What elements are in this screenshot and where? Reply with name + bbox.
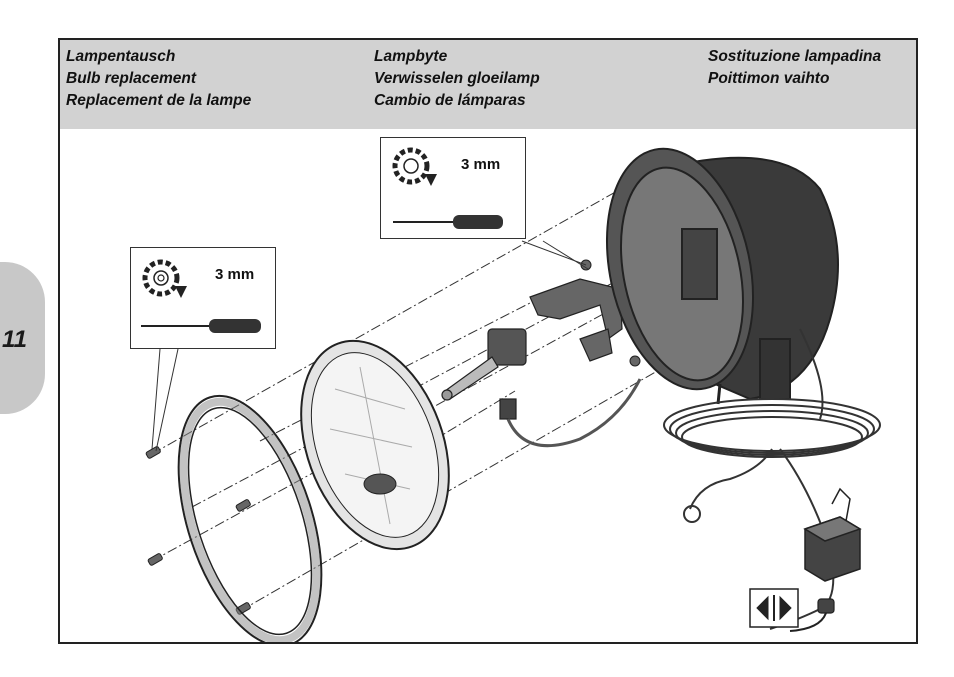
header-band: Lampentausch Bulb replacement Replacemen… — [60, 40, 916, 129]
connector — [789, 598, 835, 632]
screwdriver-icon — [393, 215, 503, 229]
torx-screwdriver-icon — [392, 147, 437, 186]
screwdriver-icon — [141, 319, 261, 333]
header-column-1: Lampentausch Bulb replacement Replacemen… — [66, 46, 251, 112]
title-en: Bulb replacement — [66, 70, 197, 87]
callout-hex-3mm: 3 mm — [130, 247, 276, 349]
lamp-housing — [605, 147, 839, 405]
page-tab — [0, 262, 45, 414]
header-column-2: Lampbyte Verwisselen gloeilamp Cambio de… — [374, 46, 540, 112]
callout-pointers — [151, 240, 589, 452]
disconnect-icon — [749, 588, 799, 628]
title-es: Cambio de lámparas — [374, 92, 526, 109]
bulb-clip — [529, 278, 623, 362]
title-it: Sostituzione lampadina — [708, 48, 882, 65]
hex-screwdriver-icon — [142, 259, 187, 298]
callout-torx-3mm: 3 mm — [380, 137, 526, 239]
screw-icon — [145, 446, 251, 615]
cable-coil — [663, 328, 881, 630]
figure-frame: Lampentausch Bulb replacement Replacemen… — [58, 38, 918, 648]
title-sv: Lampbyte — [374, 48, 448, 65]
callout-top-label: 3 mm — [461, 156, 501, 173]
reflector-lens — [300, 339, 450, 551]
lamp-exploded-drawing — [145, 147, 881, 648]
header-column-3: Sostituzione lampadina Poittimon vaihto — [708, 46, 881, 90]
title-fi: Poittimon vaihto — [708, 70, 830, 87]
title-nl: Verwisselen gloeilamp — [374, 70, 540, 87]
bulb — [441, 328, 642, 448]
relay — [803, 487, 862, 582]
page-number: 11 — [2, 326, 27, 353]
title-fr: Replacement de la lampe — [66, 92, 252, 109]
exploded-view-illustration: 3 mm 3 mm — [60, 129, 916, 648]
callout-left-label: 3 mm — [215, 266, 255, 283]
title-de: Lampentausch — [66, 48, 176, 65]
